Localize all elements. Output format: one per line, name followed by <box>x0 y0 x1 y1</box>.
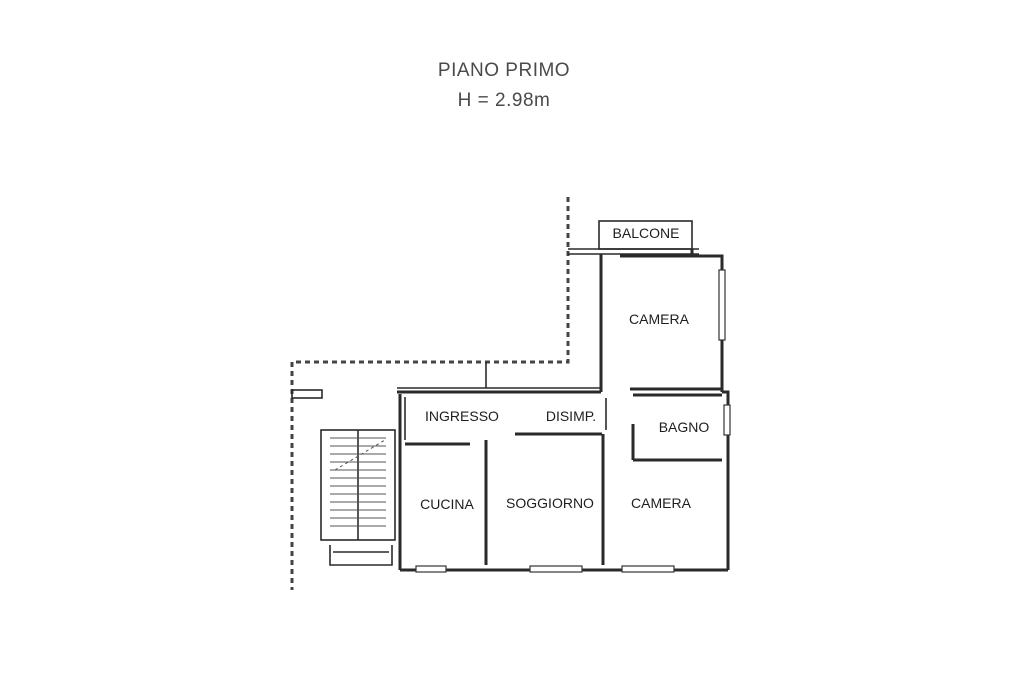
balcony-outline <box>568 220 699 255</box>
room-label-balcone: BALCONE <box>613 225 680 241</box>
interior-walls <box>404 387 722 565</box>
dashed-property-line <box>290 197 570 590</box>
room-label-ingresso: INGRESSO <box>425 408 499 424</box>
room-label-disimpegno: DISIMP. <box>546 408 596 424</box>
room-label-soggiorno: SOGGIORNO <box>506 495 594 511</box>
room-label-bagno: BAGNO <box>659 419 710 435</box>
floor-title: PIANO PRIMO <box>437 60 571 81</box>
room-label-cucina: CUCINA <box>420 496 474 512</box>
windows <box>415 269 731 573</box>
room-label-camera-north: CAMERA <box>629 311 690 327</box>
ceiling-height-label: H = 2.98m <box>457 90 551 111</box>
room-label-camera-south: CAMERA <box>631 495 692 511</box>
staircase <box>291 389 396 566</box>
